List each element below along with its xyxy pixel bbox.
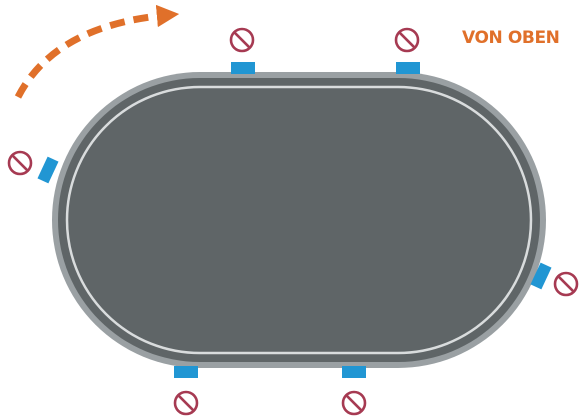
view-label: VON OBEN <box>462 28 560 48</box>
sensor-top-left <box>231 62 255 74</box>
track-surface <box>58 78 540 362</box>
sensor-top-right <box>396 62 420 74</box>
sensor-right <box>530 262 552 290</box>
direction-arrow-icon <box>14 4 180 99</box>
sensors <box>37 62 552 378</box>
sensor-left <box>37 156 59 184</box>
no-entry-symbols <box>7 27 579 416</box>
sensor-bottom-right <box>342 366 366 378</box>
no-entry-icon <box>173 390 199 416</box>
track-lane-line <box>65 85 533 355</box>
no-entry-icon <box>7 150 33 176</box>
no-entry-icon <box>229 27 255 53</box>
oval-track <box>52 72 546 368</box>
no-entry-icon <box>394 27 420 53</box>
no-entry-icon <box>553 271 579 297</box>
sensor-bottom-left <box>174 366 198 378</box>
no-entry-icon <box>341 390 367 416</box>
